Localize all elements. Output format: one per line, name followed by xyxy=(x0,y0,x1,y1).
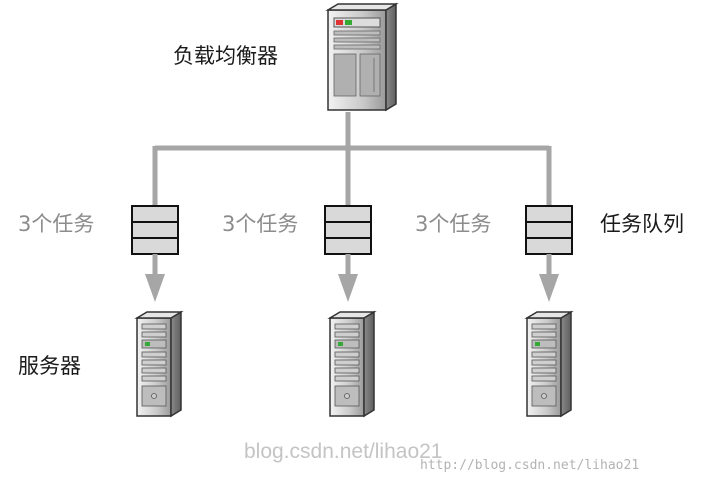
queue-1-tasks-label: 3个任务 xyxy=(18,212,95,236)
task-queue-3 xyxy=(525,205,573,255)
watermark-text: blog.csdn.net/lihao21 xyxy=(244,440,443,463)
queue-arrows xyxy=(145,254,559,302)
watermark-url: http://blog.csdn.net/lihao21 xyxy=(420,458,640,473)
connector-lines xyxy=(152,112,552,206)
servers-label: 服务器 xyxy=(18,354,81,378)
server-3-icon xyxy=(526,311,572,417)
queue-3-tasks-label: 3个任务 xyxy=(415,212,492,236)
queue-2-tasks-label: 3个任务 xyxy=(222,212,299,236)
server-2-icon xyxy=(329,311,375,417)
server-1-icon xyxy=(136,311,182,417)
task-queue-2 xyxy=(324,205,372,255)
load-balancer-server-icon xyxy=(327,3,397,111)
load-balancer-label: 负载均衡器 xyxy=(173,44,278,68)
task-queue-1 xyxy=(131,205,179,255)
task-queue-label: 任务队列 xyxy=(600,212,684,236)
